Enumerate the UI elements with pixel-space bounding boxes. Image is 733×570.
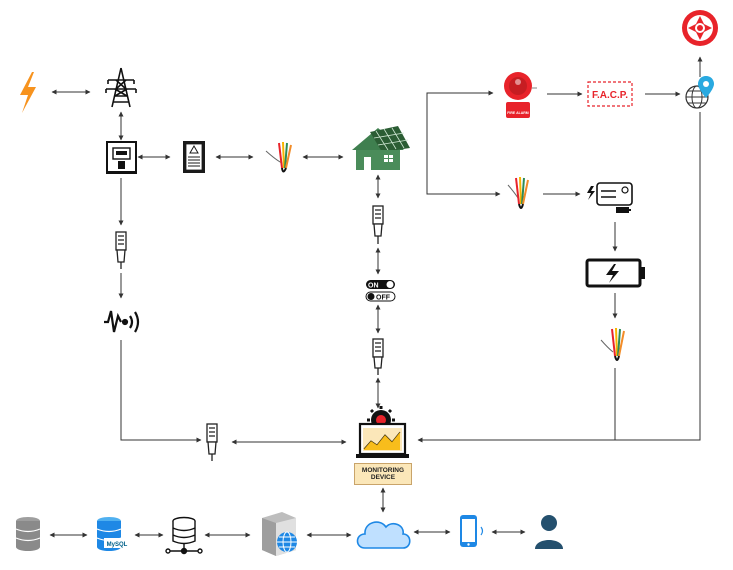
wires-icon [507,176,529,209]
on-off-switch-icon: ON OFF [365,280,396,302]
smartphone-icon [460,515,484,547]
user-icon [535,515,563,549]
network-database-icon [165,516,203,555]
fire-alarm-label: FIRE ALARM [507,111,529,115]
current-sensor-icon [206,423,218,461]
database-icon [15,517,41,551]
transmission-tower-icon [105,67,137,108]
monitoring-label-line1: MONITORING [361,466,405,474]
mysql-database-icon: MySQL [96,517,130,551]
cloud-icon [356,521,411,549]
connectors [49,56,703,538]
web-server-icon [262,512,297,556]
switch-on-label: ON [368,283,379,290]
location-globe-icon [685,76,714,109]
current-sensor-icon [372,338,384,375]
monitoring-device-label: MONITORING DEVICE [354,463,412,485]
battery-charge-icon [587,182,633,213]
mysql-label: MySQL [107,542,128,548]
fire-department-icon [682,10,718,46]
lightning-icon [20,72,36,113]
facp-label: F.A.C.P. [592,90,628,101]
monitoring-laptop-icon [356,406,409,458]
monitoring-label-line2: DEVICE [370,474,396,481]
electric-meter-icon [106,141,137,174]
breaker-panel-icon [183,141,205,173]
fire-alarm-bell-icon: FIRE ALARM [504,72,537,118]
switch-off-label: OFF [376,295,391,302]
facp-panel-icon: F.A.C.P. [587,81,633,107]
solar-house-icon [352,126,410,170]
current-sensor-icon [372,205,384,244]
wireless-sensor-icon [104,310,140,333]
battery-icon [585,258,645,288]
current-sensor-icon [115,231,127,269]
wires-icon [265,141,292,173]
wires-icon [600,327,625,361]
